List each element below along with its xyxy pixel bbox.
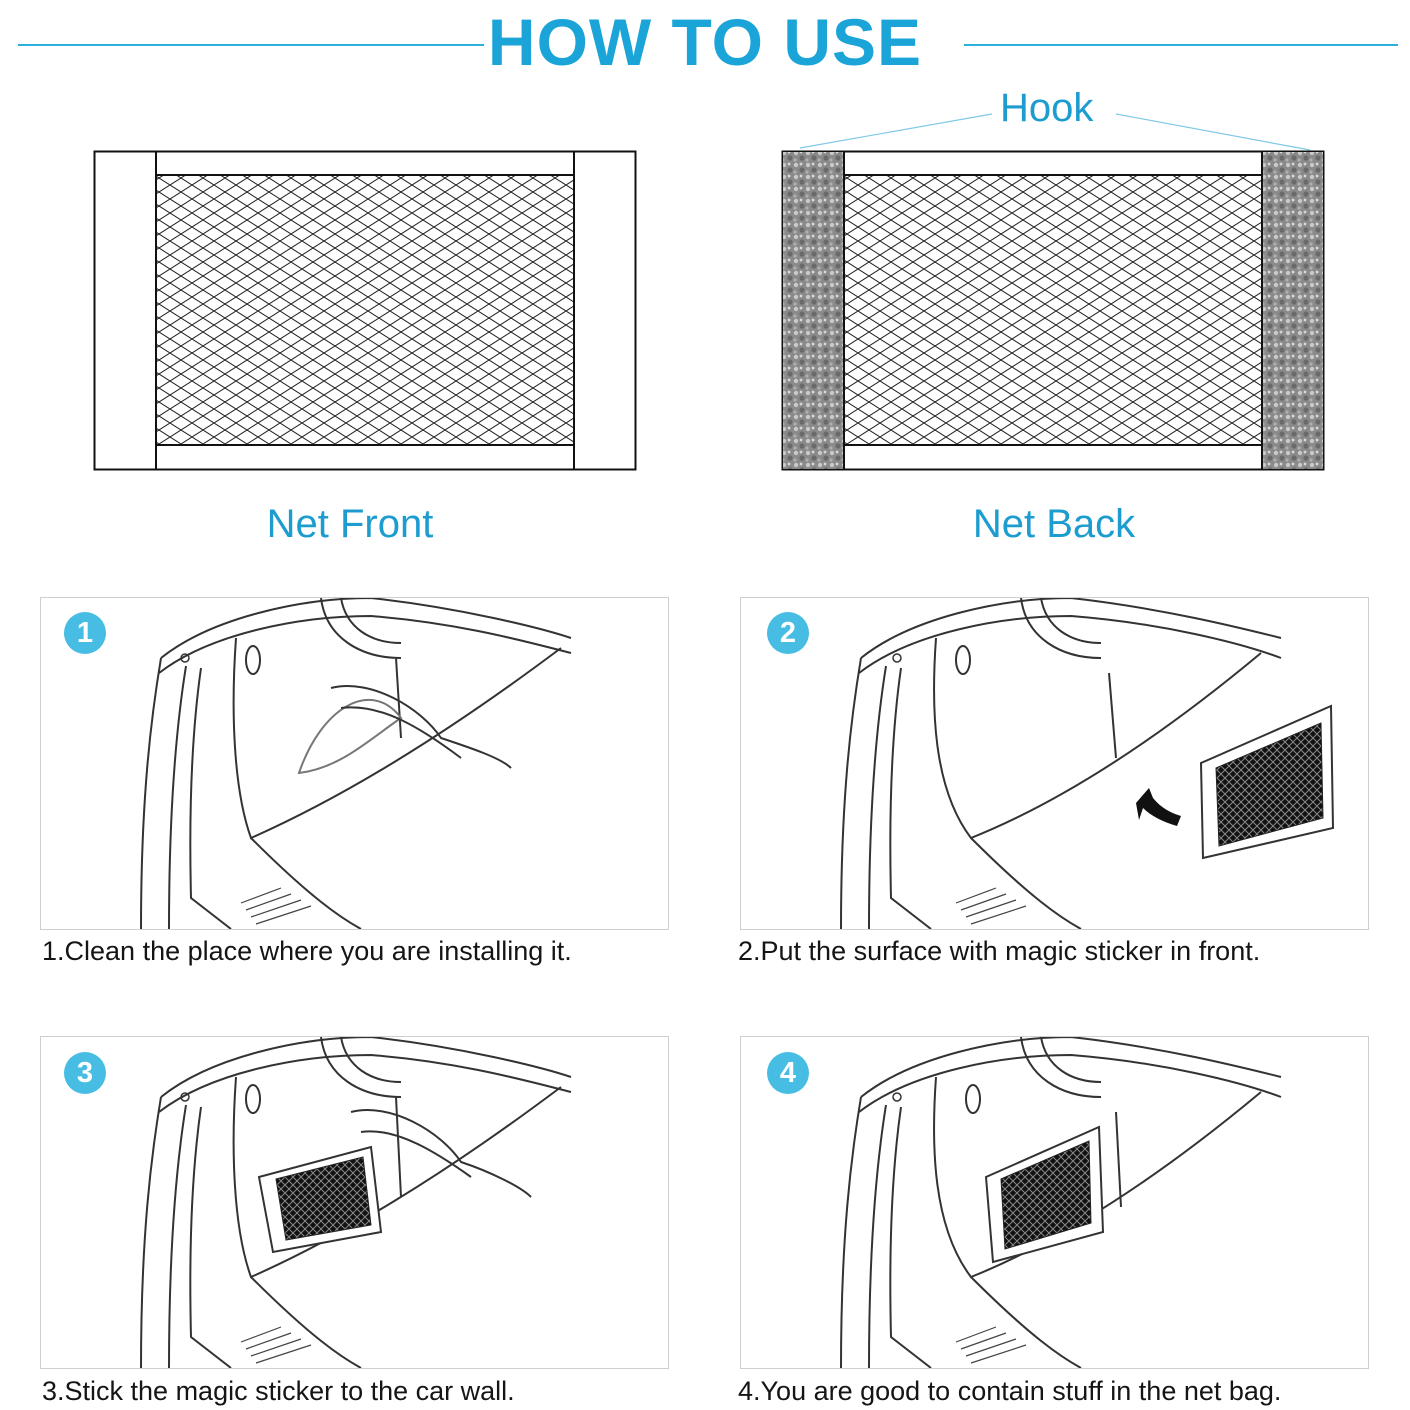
step-2-panel: 2 (740, 597, 1369, 930)
right-hook-strip (1262, 152, 1323, 469)
arrow-icon (1136, 788, 1181, 826)
net-front-diagram (93, 150, 637, 471)
step-4-panel: 4 (740, 1036, 1369, 1369)
step-2-caption: 2.Put the surface with magic sticker in … (738, 936, 1261, 966)
page-title: HOW TO USE (487, 5, 923, 79)
net-front-label: Net Front (266, 502, 434, 546)
step-2-badge: 2 (767, 612, 809, 654)
step-3-panel: 3 (40, 1036, 669, 1369)
trunk-illustration (140, 598, 572, 929)
step-1-panel: 1 (40, 597, 669, 930)
trunk-illustration (840, 1037, 1282, 1368)
step-1-badge: 1 (64, 612, 106, 654)
trunk-illustration (140, 1037, 572, 1368)
step-1-caption: 1.Clean the place where you are installi… (42, 936, 572, 966)
step-4-badge: 4 (767, 1052, 809, 1094)
hook-label: Hook (1000, 86, 1094, 130)
net-back-label: Net Back (972, 502, 1136, 546)
step-3-badge: 3 (64, 1052, 106, 1094)
header-rule-left (18, 44, 484, 46)
trunk-illustration (840, 598, 1335, 929)
step-4-caption: 4.You are good to contain stuff in the n… (738, 1376, 1282, 1406)
left-hook-strip (783, 152, 844, 469)
step-3-caption: 3.Stick the magic sticker to the car wal… (42, 1376, 515, 1406)
hook-pointer-lines (799, 113, 1311, 151)
net-back-diagram (781, 150, 1325, 471)
header-rule-right (964, 44, 1398, 46)
